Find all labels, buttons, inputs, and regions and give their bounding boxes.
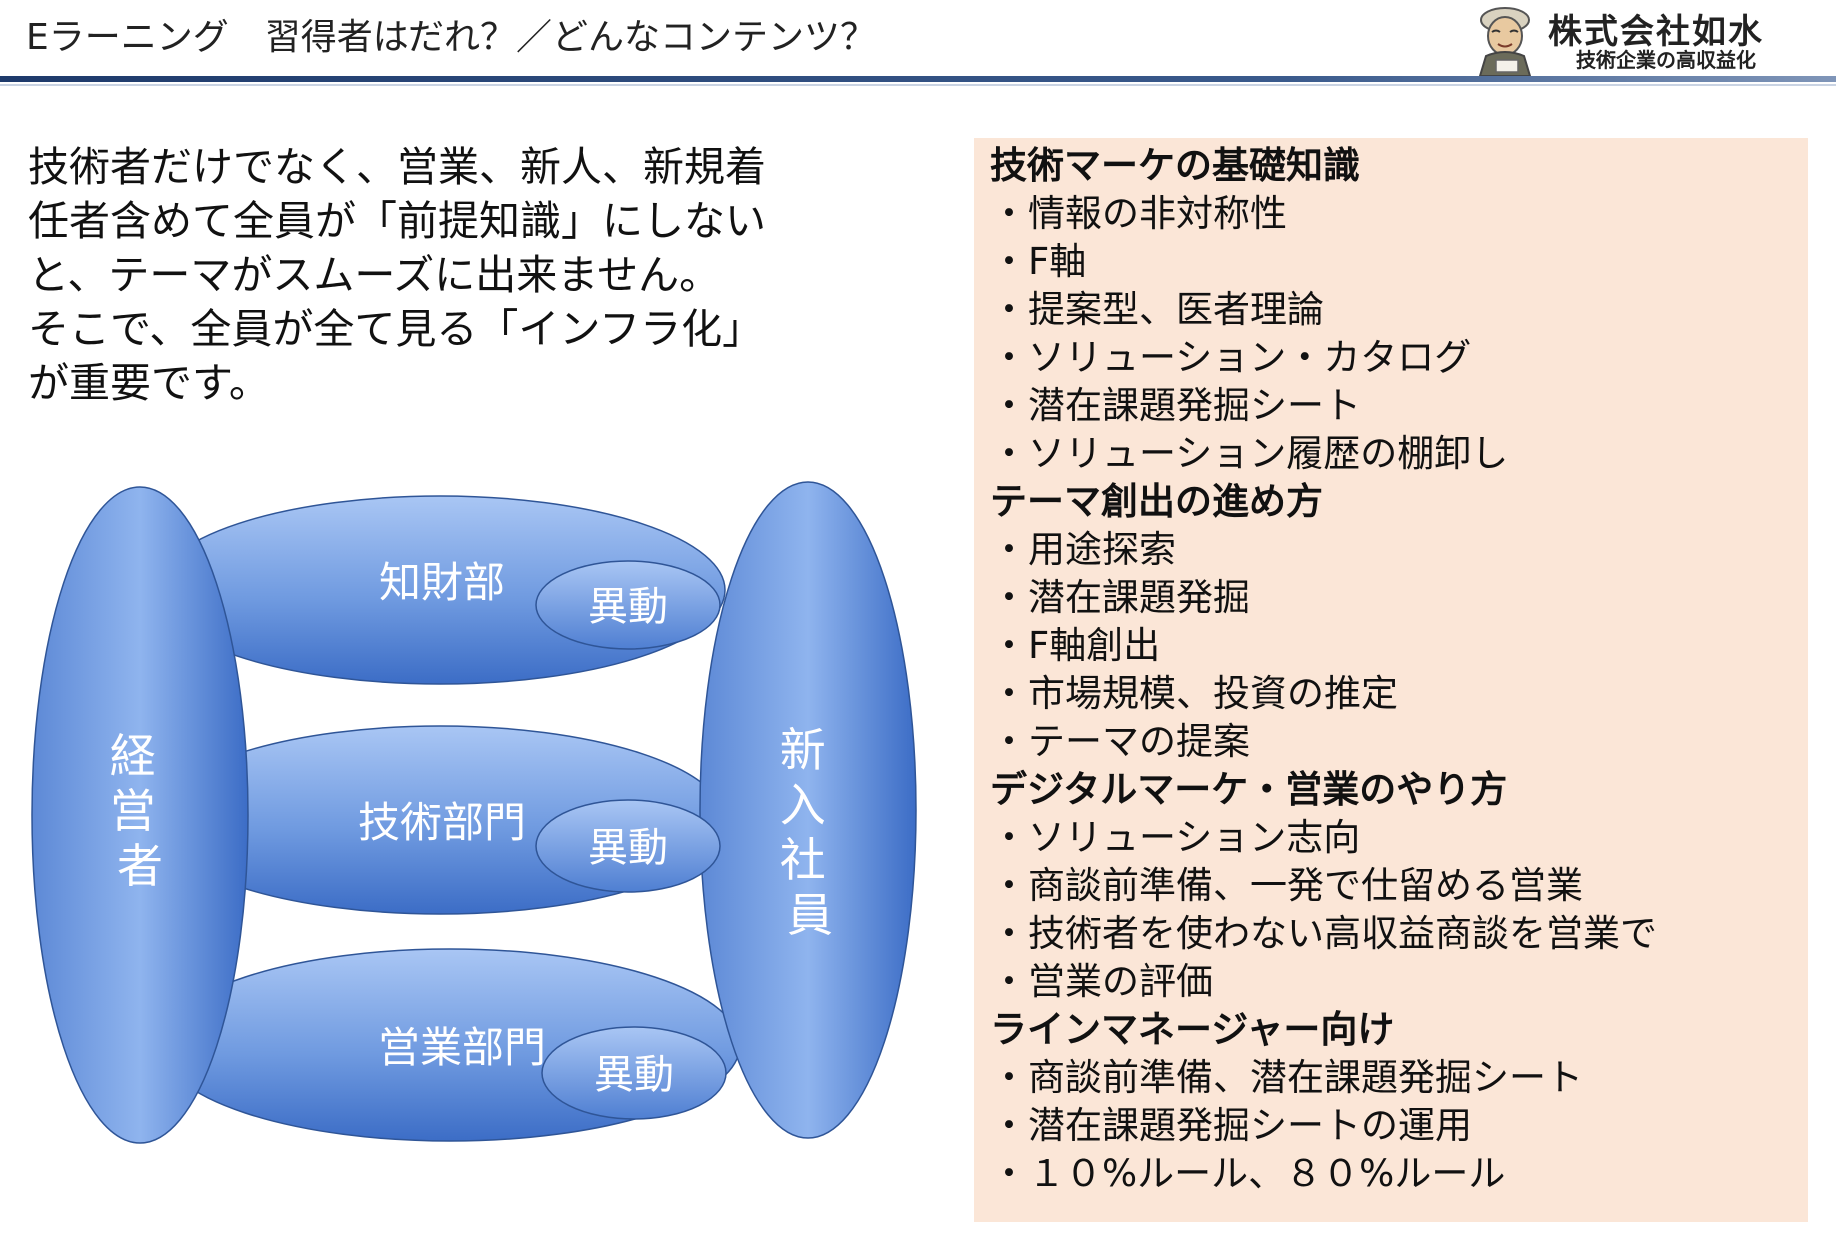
list-item: ・用途探索 (990, 526, 1800, 574)
bullet: ・ (990, 672, 1028, 715)
list-item-text: ソリューション履歴の棚卸し (1028, 432, 1509, 475)
bullet: ・ (990, 576, 1028, 619)
section-title: デジタルマーケ・営業のやり方 (990, 768, 1508, 811)
bullet: ・ (990, 1056, 1028, 1099)
list-item-text: 提案型、医者理論 (1028, 288, 1324, 331)
left-pillar-char-2: 営 (110, 784, 156, 838)
list-item: ・１０%ルール、８０%ルール (990, 1150, 1800, 1198)
right-pillar-char-3: 社 (780, 833, 826, 887)
list-item: ・ソリューション・カタログ (990, 334, 1800, 382)
bullet: ・ (990, 1104, 1028, 1147)
company-logo: 株式会社如水 技術企業の高収益化 (1468, 2, 1828, 76)
bullet: ・ (990, 288, 1028, 331)
bullet: ・ (990, 528, 1028, 571)
transfer-badge-label-engineering: 異動 (588, 825, 668, 871)
slide-title: Eラーニング 習得者はだれ？／どんなコンテンツ？ (26, 17, 877, 58)
list-item: ・ソリューション志向 (990, 814, 1800, 862)
contents-panel: 技術マーケの基礎知識 ・情報の非対称性 ・F軸 ・提案型、医者理論 ・ソリューシ… (974, 138, 1808, 1222)
list-item-text: F軸 (1028, 240, 1087, 283)
list-item: ・商談前準備、潜在課題発掘シート (990, 1054, 1800, 1102)
section-title: テーマ創出の進め方 (990, 480, 1323, 523)
list-item-text: 潜在課題発掘シート (1028, 384, 1361, 427)
list-item: ・技術者を使わない高収益商談を営業で (990, 910, 1800, 958)
right-pillar-char-1: 新 (780, 723, 826, 777)
transfer-badge-sales (541, 1026, 727, 1120)
slide-header: Eラーニング 習得者はだれ？／どんなコンテンツ？ 株式会社如水 技術企業の高収益… (0, 0, 1836, 86)
bullet: ・ (990, 240, 1028, 283)
list-item: ・F軸創出 (990, 622, 1800, 670)
bullet: ・ (990, 432, 1028, 475)
transfer-badge-label-ip: 異動 (588, 584, 668, 630)
department-label-sales: 営業部門 (378, 1023, 546, 1072)
bullet: ・ (990, 864, 1028, 907)
right-pillar-label: 新 入 社 員 (780, 723, 841, 942)
organization-diagram: 経 営 者 新 入 社 員 知財部 技術部門 営業部門 異動 異動 異動 (31, 481, 917, 1144)
list-item-text: 用途探索 (1028, 528, 1176, 571)
list-item: ・潜在課題発掘シート (990, 382, 1800, 430)
contents-list: 技術マーケの基礎知識 ・情報の非対称性 ・F軸 ・提案型、医者理論 ・ソリューシ… (990, 142, 1800, 1198)
logo-tagline: 技術企業の高収益化 (1576, 48, 1756, 72)
list-item: ・市場規模、投資の推定 (990, 670, 1800, 718)
right-pillar-char-2: 入 (780, 778, 826, 832)
list-item-text: 商談前準備、潜在課題発掘シート (1028, 1056, 1583, 1099)
bullet: ・ (990, 384, 1028, 427)
list-item: ・営業の評価 (990, 958, 1800, 1006)
list-item: ・ソリューション履歴の棚卸し (990, 430, 1800, 478)
department-label-engineering: 技術部門 (358, 798, 526, 847)
intro-paragraph: 技術者だけでなく、営業、新人、新規着 任者含めて全員が「前提知識」にしない と、… (28, 143, 766, 407)
list-item: ・提案型、医者理論 (990, 286, 1800, 334)
list-item: ・F軸 (990, 238, 1800, 286)
list-item-text: 技術者を使わない高収益商談を営業で (1028, 912, 1657, 955)
list-item-text: 情報の非対称性 (1028, 192, 1287, 235)
header-divider (0, 76, 1836, 82)
bullet: ・ (990, 624, 1028, 667)
bullet: ・ (990, 720, 1028, 763)
bullet: ・ (990, 192, 1028, 235)
left-pillar-char-1: 経 (110, 729, 156, 783)
transfer-badge-label-sales: 異動 (594, 1052, 674, 1098)
section-title: ラインマネージャー向け (990, 1008, 1395, 1051)
header-divider-shadow (0, 84, 1836, 86)
left-pillar-char-3: 者 (117, 839, 163, 893)
list-item-text: 商談前準備、一発で仕留める営業 (1028, 864, 1583, 907)
list-item: ・情報の非対称性 (990, 190, 1800, 238)
transfer-badge-ip (535, 560, 721, 650)
left-pillar-label: 経 営 者 (110, 729, 171, 893)
bullet: ・ (990, 816, 1028, 859)
list-item-text: 市場規模、投資の推定 (1028, 672, 1398, 715)
right-pillar-new-hires (699, 481, 917, 1139)
mascot-portrait-icon (1478, 7, 1532, 76)
list-item-text: ソリューション・カタログ (1028, 336, 1472, 379)
transfer-badge-engineering (535, 799, 721, 893)
list-item: ・潜在課題発掘シートの運用 (990, 1102, 1800, 1150)
list-item-text: テーマの提案 (1028, 720, 1250, 763)
bullet: ・ (990, 960, 1028, 1003)
list-item: ・潜在課題発掘 (990, 574, 1800, 622)
department-label-ip: 知財部 (379, 558, 505, 607)
right-pillar-char-4: 員 (787, 888, 833, 942)
list-item-text: ソリューション志向 (1028, 816, 1361, 859)
list-item-text: 潜在課題発掘 (1028, 576, 1250, 619)
bullet: ・ (990, 912, 1028, 955)
bullet: ・ (990, 336, 1028, 379)
list-item-text: F軸創出 (1028, 624, 1161, 667)
bullet: ・ (990, 1152, 1028, 1195)
list-item-text: 潜在課題発掘シートの運用 (1028, 1104, 1472, 1147)
list-item: ・テーマの提案 (990, 718, 1800, 766)
list-item-text: 営業の評価 (1028, 960, 1213, 1003)
logo-company-name: 株式会社如水 (1548, 12, 1764, 52)
list-item-text: １０%ルール、８０%ルール (1028, 1152, 1506, 1195)
left-pillar-executives (31, 486, 249, 1144)
section-title: 技術マーケの基礎知識 (990, 144, 1360, 187)
list-item: ・商談前準備、一発で仕留める営業 (990, 862, 1800, 910)
